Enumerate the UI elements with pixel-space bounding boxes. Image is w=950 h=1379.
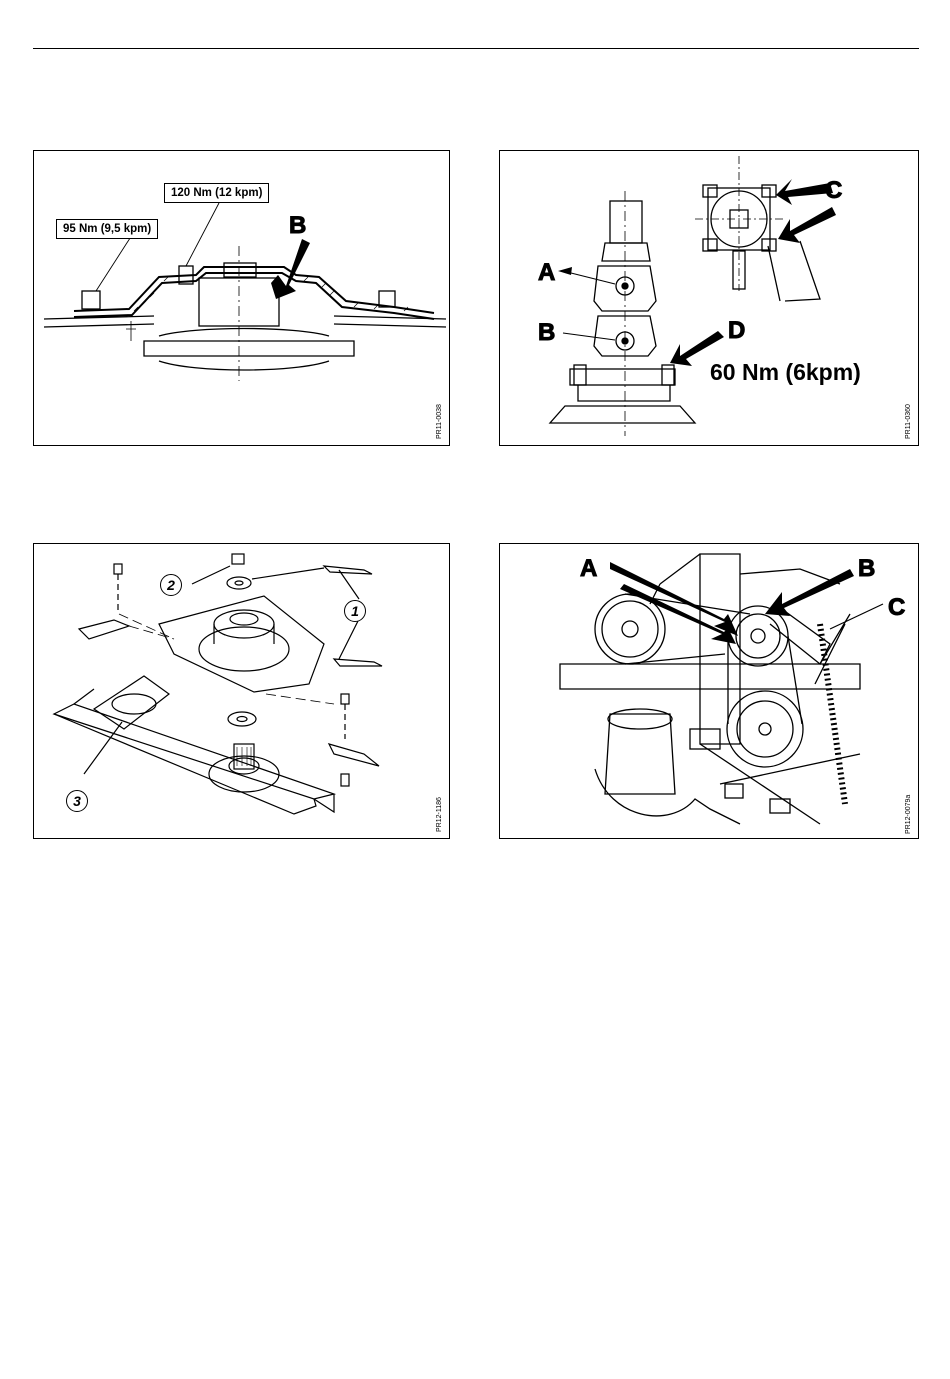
gearbox-drawing xyxy=(500,151,919,446)
part-number-1: 1 xyxy=(344,600,366,622)
figure-code: PR12-0079a xyxy=(905,795,912,834)
figure-code: PR12-1186 xyxy=(436,797,443,832)
figure-belt-drive: A B C PR12-0079a xyxy=(499,543,919,839)
belt-drive-drawing xyxy=(500,544,919,839)
torque-label-95: 95 Nm (9,5 kpm) xyxy=(56,219,158,239)
callout-c: C xyxy=(825,179,842,203)
callout-a: A xyxy=(580,557,597,581)
exploded-view-drawing xyxy=(34,544,450,839)
callout-b: B xyxy=(538,321,555,345)
callout-b: B xyxy=(858,557,875,581)
header-rule xyxy=(33,48,919,49)
figure-code: PR11-0360 xyxy=(905,404,912,439)
torque-label-120: 120 Nm (12 kpm) xyxy=(164,183,269,203)
figure-exploded-disc: 2 1 3 PR12-1186 xyxy=(33,543,450,839)
callout-d: D xyxy=(728,319,745,343)
figure-disc-torque: 95 Nm (9,5 kpm) 120 Nm (12 kpm) B PR11-0… xyxy=(33,150,450,446)
part-number-3: 3 xyxy=(66,790,88,812)
callout-b: B xyxy=(289,214,306,238)
figure-code: PR11-0038 xyxy=(436,404,443,439)
figure-gearbox-bolts: A B C D 60 Nm (6kpm) PR11-0360 xyxy=(499,150,919,446)
callout-c: C xyxy=(888,596,905,620)
part-number-2: 2 xyxy=(160,574,182,596)
torque-label-60: 60 Nm (6kpm) xyxy=(710,359,861,386)
callout-a: A xyxy=(538,261,555,285)
